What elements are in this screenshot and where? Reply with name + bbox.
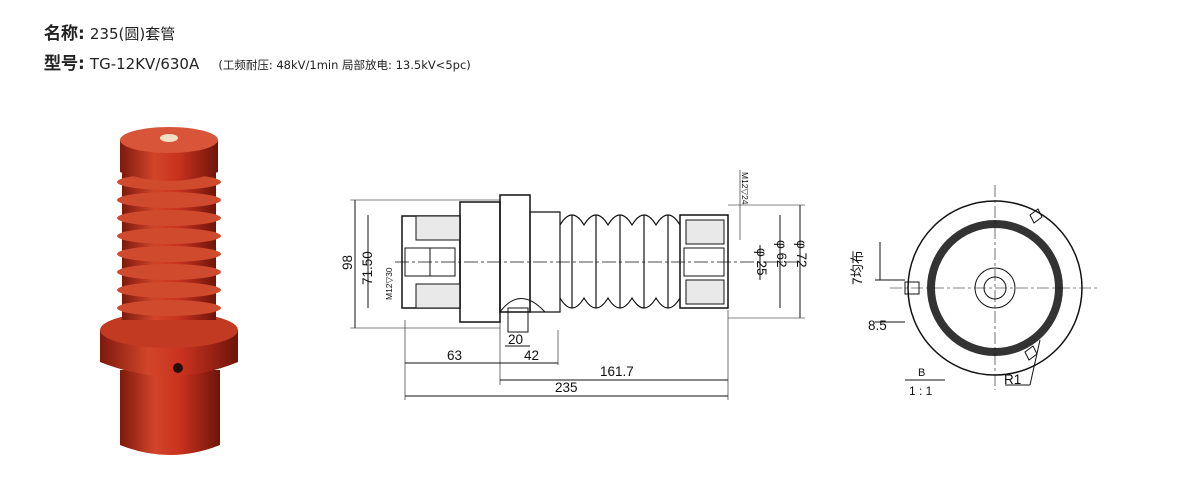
dim-20: 20 bbox=[508, 332, 523, 347]
dim-98: 98 bbox=[340, 255, 355, 270]
dim-235: 235 bbox=[555, 380, 578, 395]
spec-text: (工频耐压: 48kV/1min 局部放电: 13.5kV<5pc) bbox=[218, 58, 471, 72]
thread-right: M12▽24 bbox=[740, 172, 750, 205]
dim-42: 42 bbox=[524, 348, 539, 363]
model-label: 型号: bbox=[44, 54, 85, 74]
dim-161-7: 161.7 bbox=[600, 364, 634, 379]
section-label: B bbox=[918, 367, 925, 379]
bolt-hole-icon bbox=[173, 363, 183, 373]
dia-62: φ 62 bbox=[774, 240, 789, 268]
scale-label: 1 : 1 bbox=[909, 384, 933, 398]
dim-71-50: 71.50 bbox=[360, 251, 375, 285]
dim-7-even: 7均布 bbox=[850, 250, 865, 285]
dim-63: 63 bbox=[447, 348, 462, 363]
name-value: 235(圆)套管 bbox=[89, 25, 176, 43]
dim-8-5: 8.5 bbox=[868, 318, 887, 333]
thread-left: M12▽30 bbox=[384, 267, 394, 300]
product-name-line: 名称: 235(圆)套管 bbox=[44, 19, 175, 44]
dia-72: φ 72 bbox=[794, 240, 809, 268]
sheds bbox=[117, 165, 221, 320]
product-model-line: 型号: TG-12KV/630A (工频耐压: 48kV/1min 局部放电: … bbox=[44, 49, 471, 74]
terminal-icon bbox=[160, 134, 178, 142]
radius-label: R1 bbox=[1004, 372, 1021, 387]
model-value: TG-12KV/630A bbox=[89, 55, 200, 73]
name-label: 名称: bbox=[44, 24, 85, 44]
dia-25: φ 25 bbox=[754, 248, 769, 276]
